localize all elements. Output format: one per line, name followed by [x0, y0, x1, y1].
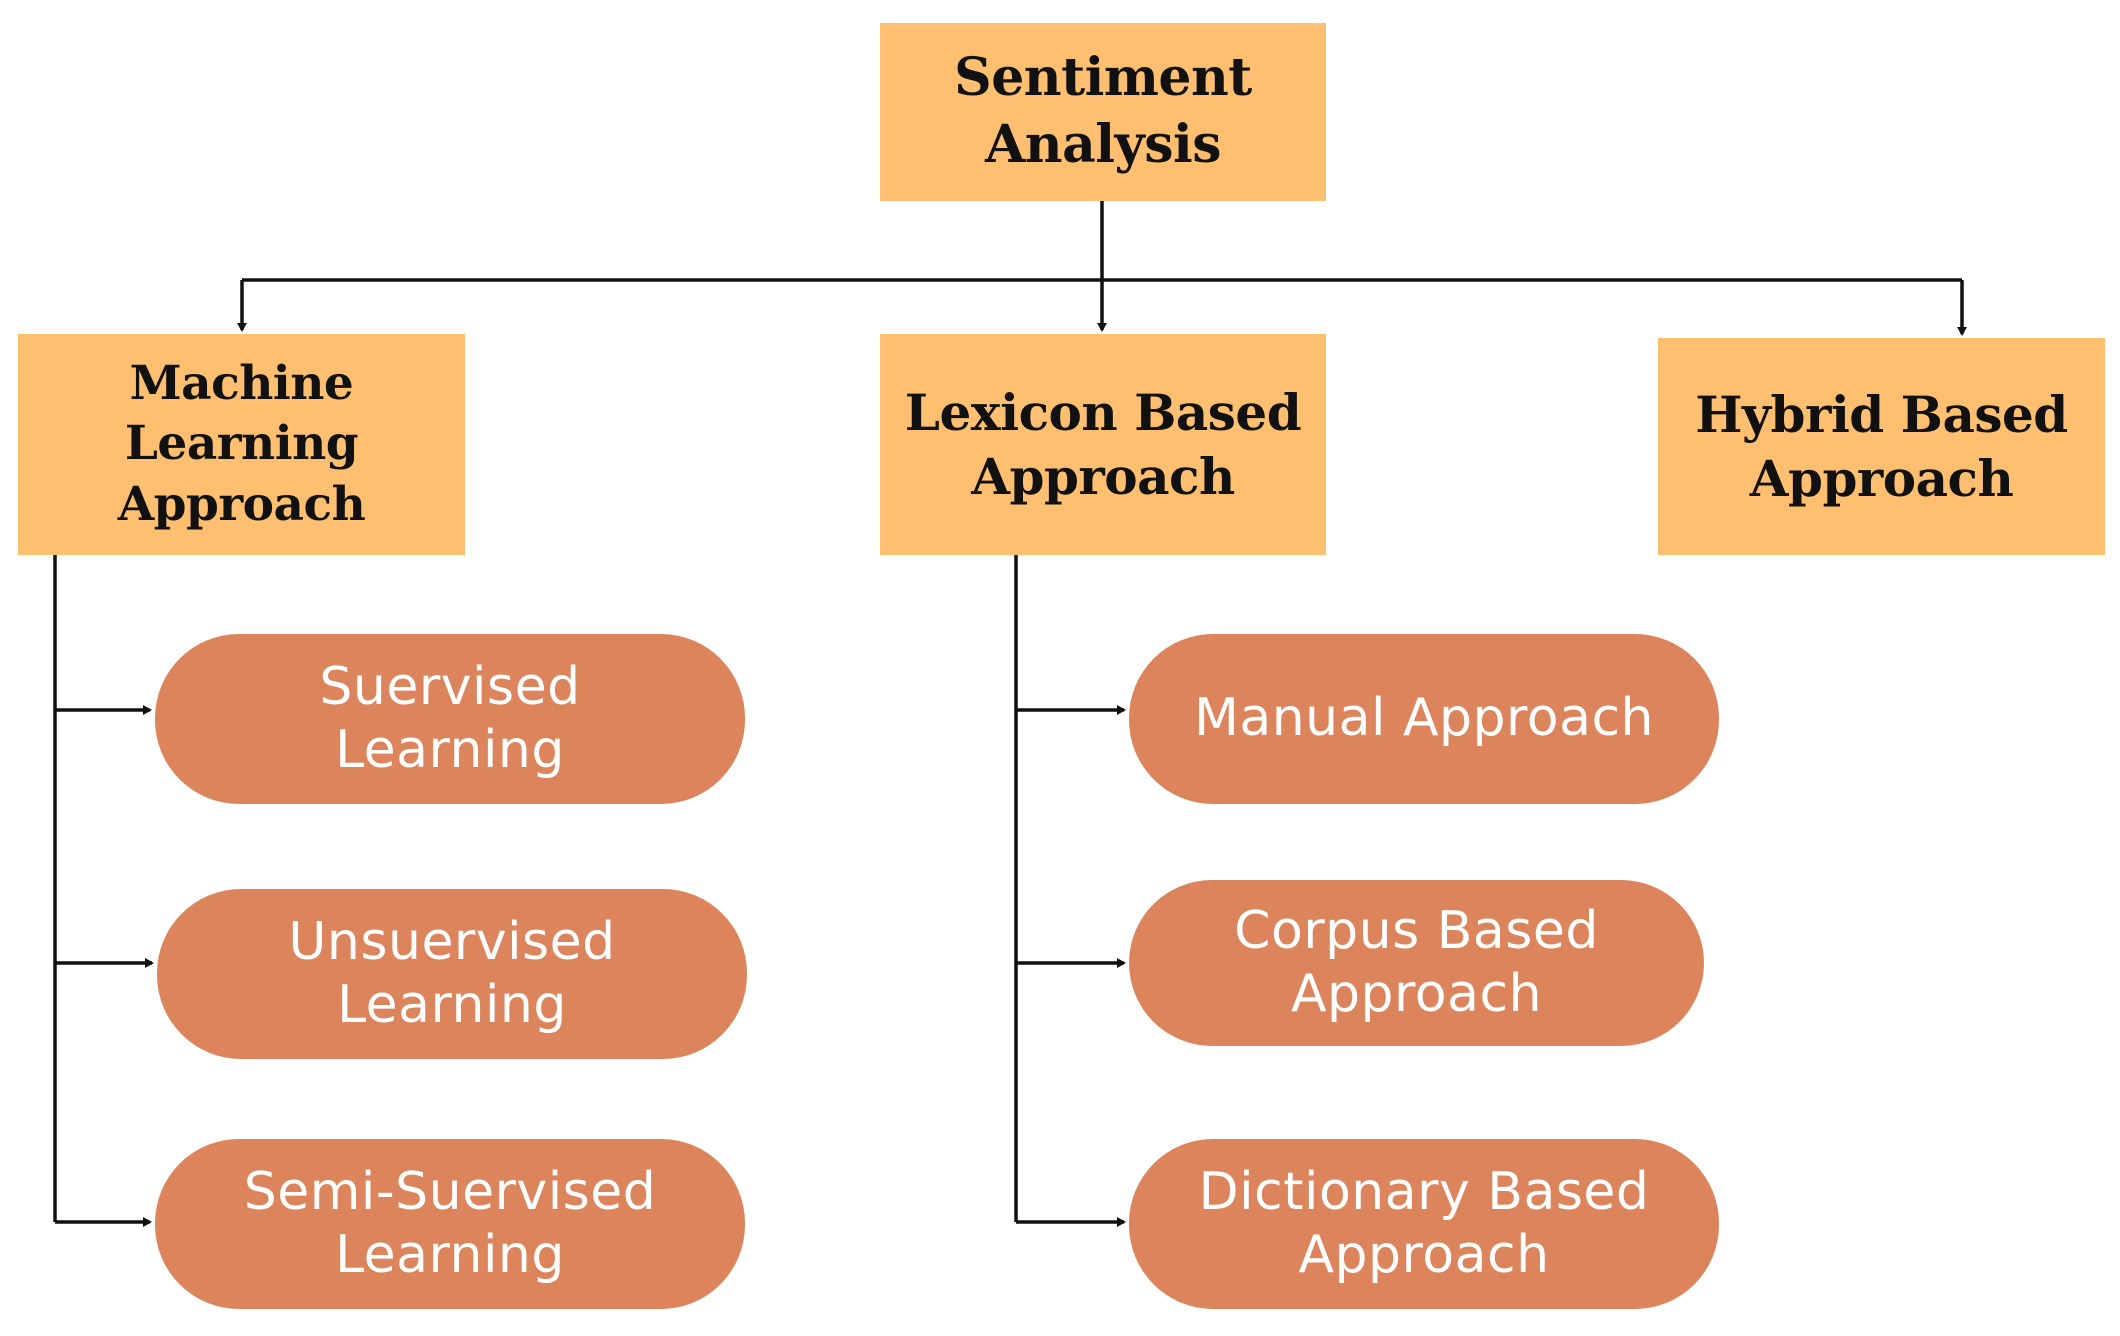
hybrid-based-approach-label: Hybrid Based Approach: [1695, 384, 2068, 508]
supervised-learning-label: Suervised Learning: [319, 656, 581, 780]
corpus-based-approach-label: Corpus Based Approach: [1234, 900, 1599, 1024]
lexicon-based-approach-box: Lexicon Based Approach: [880, 334, 1326, 555]
supervised-learning-node: Suervised Learning: [155, 634, 745, 804]
unsupervised-learning-label: Unsuervised Learning: [288, 911, 616, 1035]
unsupervised-learning-node: Unsuervised Learning: [157, 889, 747, 1059]
lexicon-based-approach-label: Lexicon Based Approach: [904, 382, 1302, 506]
sentiment-analysis-label: Sentiment Analysis: [954, 47, 1252, 175]
manual-approach-label: Manual Approach: [1193, 688, 1655, 749]
dictionary-based-approach-node: Dictionary Based Approach: [1129, 1139, 1719, 1309]
machine-learning-approach-label: Machine Learning Approach: [117, 356, 366, 532]
machine-learning-approach-box: Machine Learning Approach: [18, 334, 465, 555]
manual-approach-node: Manual Approach: [1129, 634, 1719, 804]
dictionary-based-approach-label: Dictionary Based Approach: [1198, 1161, 1650, 1285]
corpus-based-approach-node: Corpus Based Approach: [1129, 880, 1704, 1046]
sentiment-analysis-box: Sentiment Analysis: [880, 23, 1326, 201]
semi-supervised-learning-label: Semi-Suervised Learning: [243, 1161, 657, 1285]
hybrid-based-approach-box: Hybrid Based Approach: [1658, 338, 2105, 555]
semi-supervised-learning-node: Semi-Suervised Learning: [155, 1139, 745, 1309]
